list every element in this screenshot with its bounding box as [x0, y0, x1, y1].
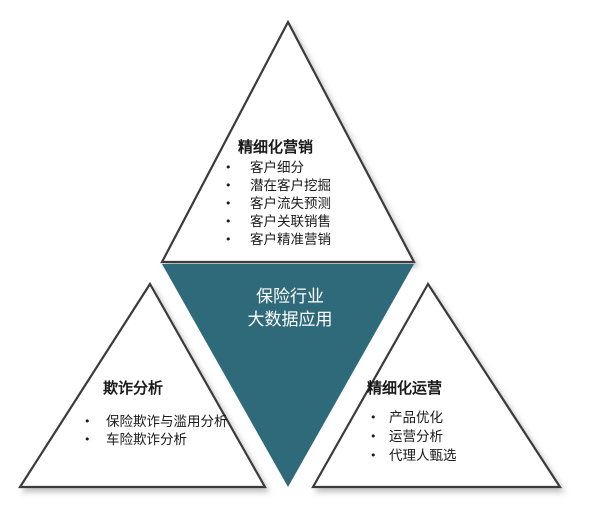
center-triangle — [162, 264, 414, 487]
center-title-line1: 保险行业 — [256, 287, 324, 307]
list-bullet: • — [84, 433, 91, 446]
right-triangle — [311, 281, 563, 489]
right-section-list: • 产品优化 • 运营分析 • 代理人甄选 — [370, 410, 457, 464]
center-title-line2: 大数据应用 — [248, 310, 333, 330]
list-item: 客户流失预测 — [250, 195, 331, 212]
top-section-title: 精细化营销 — [238, 138, 313, 156]
list-item: 运营分析 — [389, 429, 443, 445]
list-bullet: • — [370, 449, 377, 462]
list-bullet: • — [370, 411, 377, 424]
list-bullet: • — [84, 415, 91, 428]
list-item: 客户细分 — [250, 159, 304, 176]
list-item: 车险欺诈分析 — [106, 431, 187, 448]
list-bullet: • — [225, 197, 232, 210]
list-bullet: • — [225, 215, 232, 228]
list-item: 潜在客户挖掘 — [250, 177, 331, 194]
list-bullet: • — [225, 179, 232, 192]
list-bullet: • — [225, 233, 232, 246]
list-item: 保险欺诈与滥用分析 — [106, 414, 228, 430]
left-section-list: • 保险欺诈与滥用分析 • 车险欺诈分析 — [84, 414, 228, 448]
left-triangle — [17, 281, 267, 489]
list-item: 客户精准营销 — [250, 231, 331, 248]
left-section-title: 欺诈分析 — [103, 379, 163, 397]
list-item: 代理人甄选 — [389, 448, 457, 464]
list-bullet: • — [225, 161, 232, 174]
top-triangle — [160, 19, 416, 264]
list-bullet: • — [370, 430, 377, 443]
list-item: 客户关联销售 — [250, 213, 331, 230]
top-section-list: • 客户细分 • 潜在客户挖掘 • 客户流失预测 • 客户关联销售 • 客户精准… — [225, 159, 331, 248]
right-section-title: 精细化运营 — [367, 379, 442, 397]
list-item: 产品优化 — [389, 410, 443, 426]
